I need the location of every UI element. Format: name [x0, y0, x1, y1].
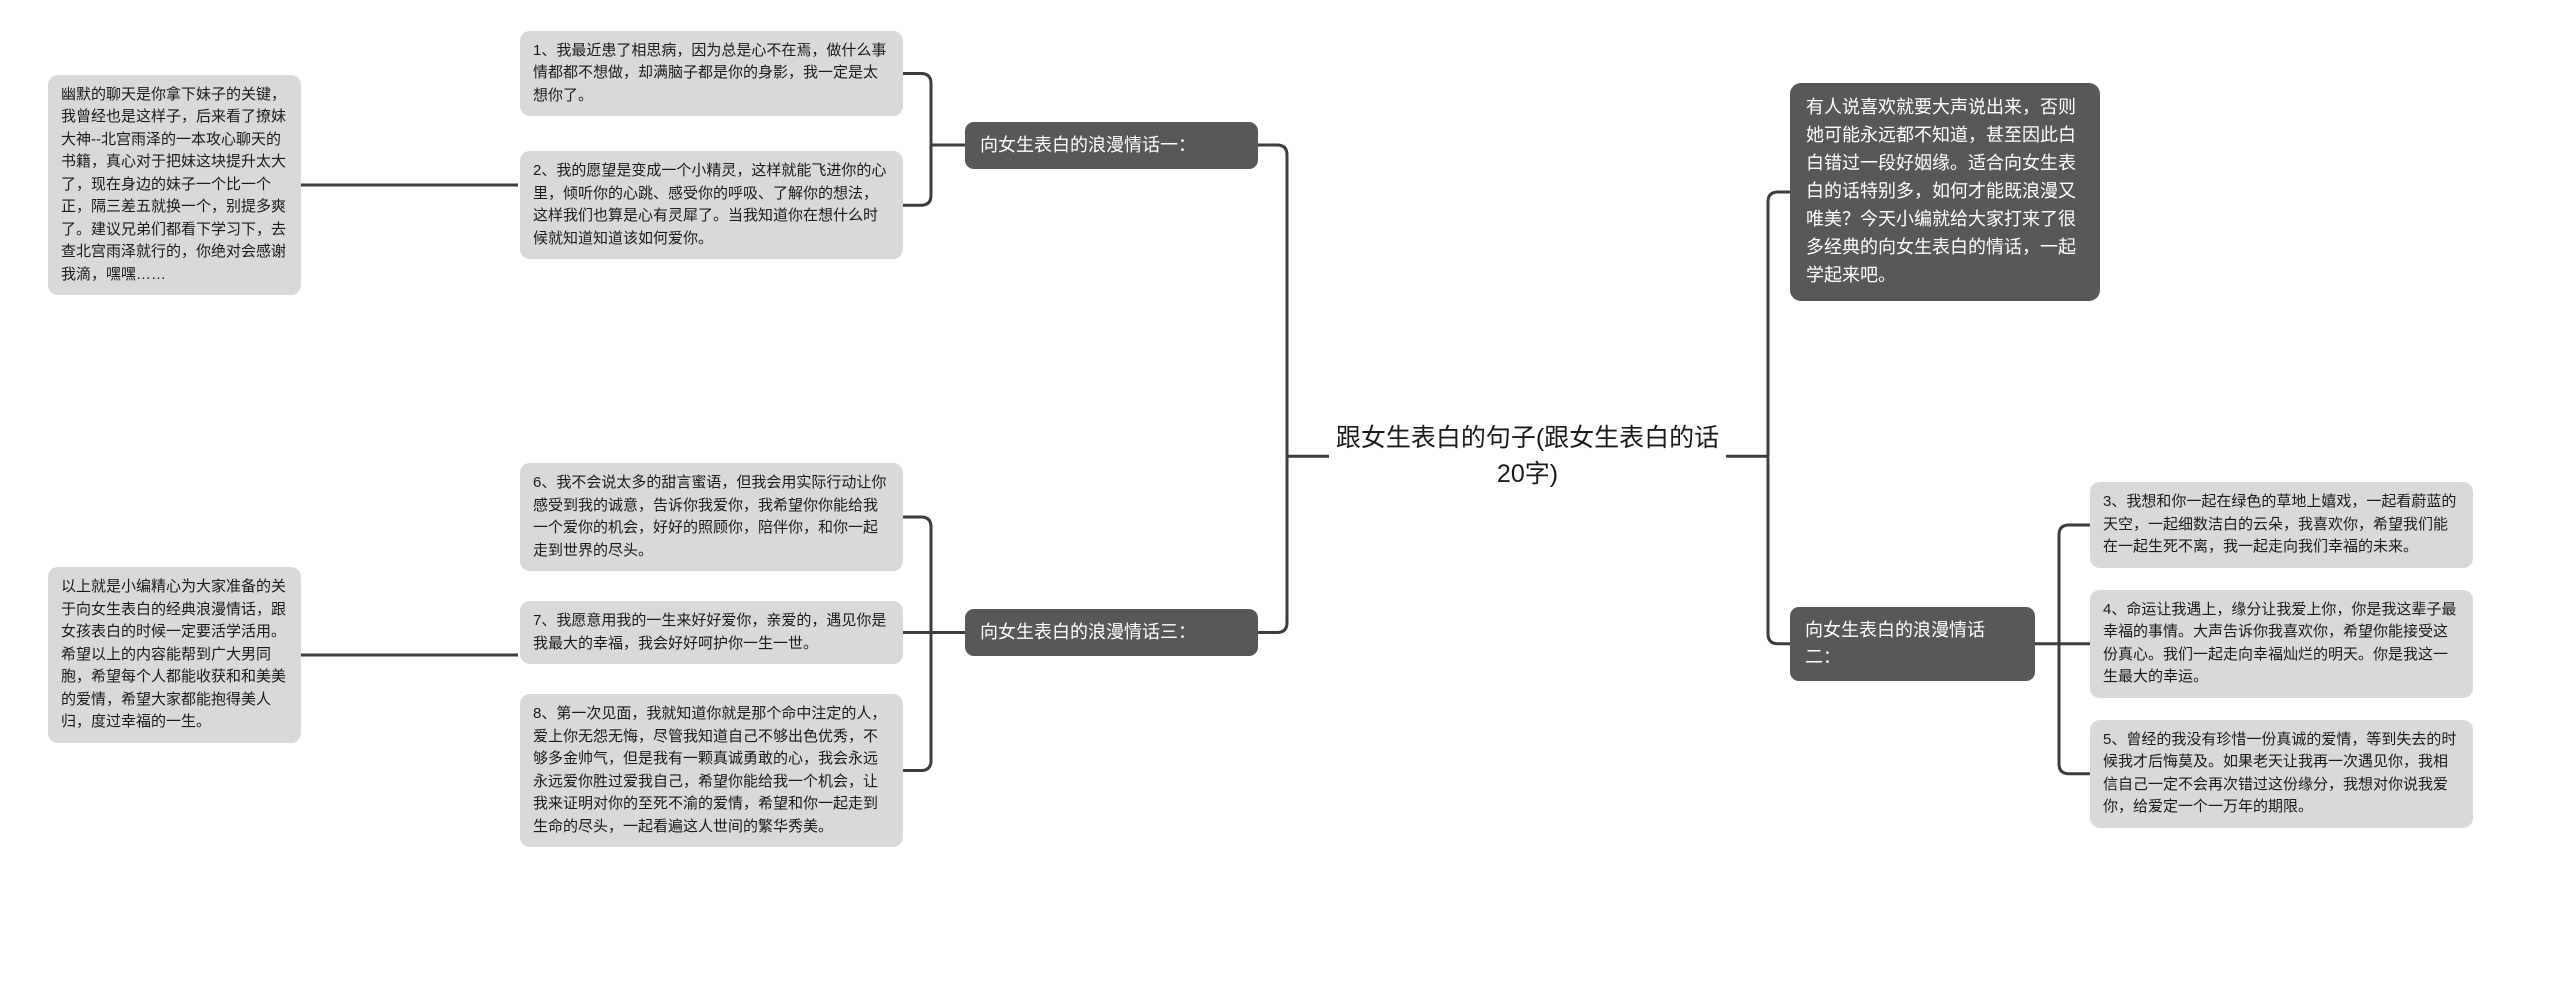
humor-tip-node[interactable]: 幽默的聊天是你拿下妹子的关键，我曾经也是这样子，后来看了撩妹大神--北宫雨泽的一… [48, 74, 301, 296]
phrase-item-5[interactable]: 5、曾经的我没有珍惜一份真诚的爱情，等到失去的时候我才后悔莫及。如果老天让我再一… [2090, 719, 2473, 828]
phrase-item-1[interactable]: 1、我最近患了相思病，因为总是心不在焉，做什么事情都都不想做，却满脑子都是你的身… [520, 30, 903, 117]
phrase-item-6[interactable]: 6、我不会说太多的甜言蜜语，但我会用实际行动让你感受到我的诚意，告诉你我爱你，我… [520, 463, 903, 571]
summary-node[interactable]: 以上就是小编精心为大家准备的关于向女生表白的经典浪漫情话，跟女孩表白的时候一定要… [48, 567, 301, 743]
branch-label-one[interactable]: 向女生表白的浪漫情话一： [965, 121, 1258, 169]
phrase-item-4[interactable]: 4、命运让我遇上，缘分让我爱上你，你是我这辈子最幸福的事情。大声告诉你我喜欢你，… [2090, 589, 2473, 698]
phrase-item-8[interactable]: 8、第一次见面，我就知道你就是那个命中注定的人，爱上你无怨无悔，尽管我知道自己不… [520, 694, 903, 847]
phrase-item-2[interactable]: 2、我的愿望是变成一个小精灵，这样就能飞进你的心里，倾听你的心跳、感受你的呼吸、… [520, 151, 903, 260]
center-title-text: 跟女生表白的句子(跟女生表白的话20字) [1335, 424, 1720, 489]
phrase-item-7[interactable]: 7、我愿意用我的一生来好好爱你，亲爱的，遇见你是我最大的幸福，我会好好呵护你一生… [520, 601, 903, 664]
branch-label-three[interactable]: 向女生表白的浪漫情话三： [965, 609, 1258, 656]
intro-node[interactable]: 有人说喜欢就要大声说出来，否则她可能永远都不知道，甚至因此白白错过一段好姻缘。适… [1790, 83, 2100, 301]
branch-label-two[interactable]: 向女生表白的浪漫情话二： [1790, 606, 2035, 681]
phrase-item-3[interactable]: 3、我想和你一起在绿色的草地上嬉戏，一起看蔚蓝的天空，一起细数洁白的云朵，我喜欢… [2090, 482, 2473, 568]
page-title: 跟女生表白的句子(跟女生表白的话20字) [1335, 420, 1720, 493]
